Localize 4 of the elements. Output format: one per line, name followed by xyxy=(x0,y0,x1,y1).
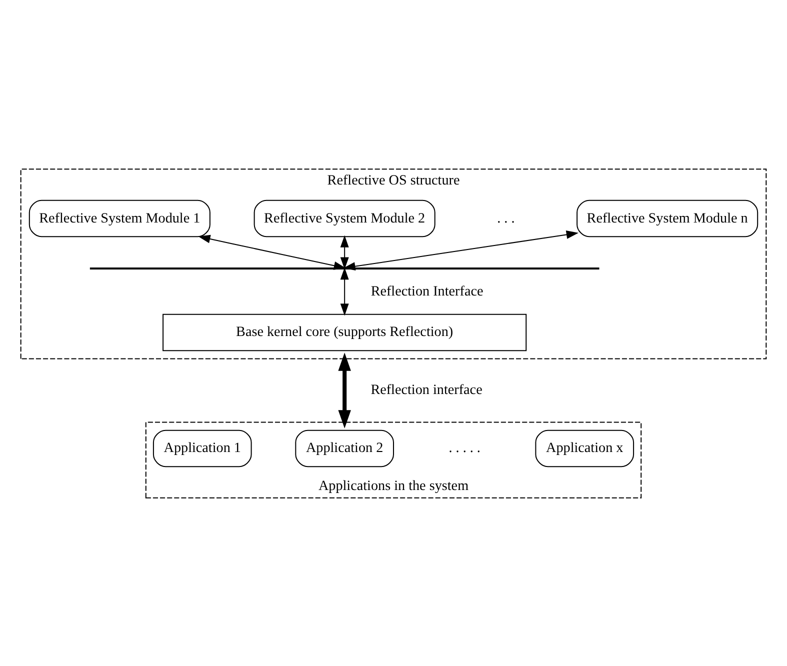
label: . . . xyxy=(497,210,515,226)
edge-label: Reflection Interface xyxy=(370,282,484,299)
edge-label: Reflection interface xyxy=(370,382,482,398)
label: . . . . . xyxy=(448,440,480,456)
